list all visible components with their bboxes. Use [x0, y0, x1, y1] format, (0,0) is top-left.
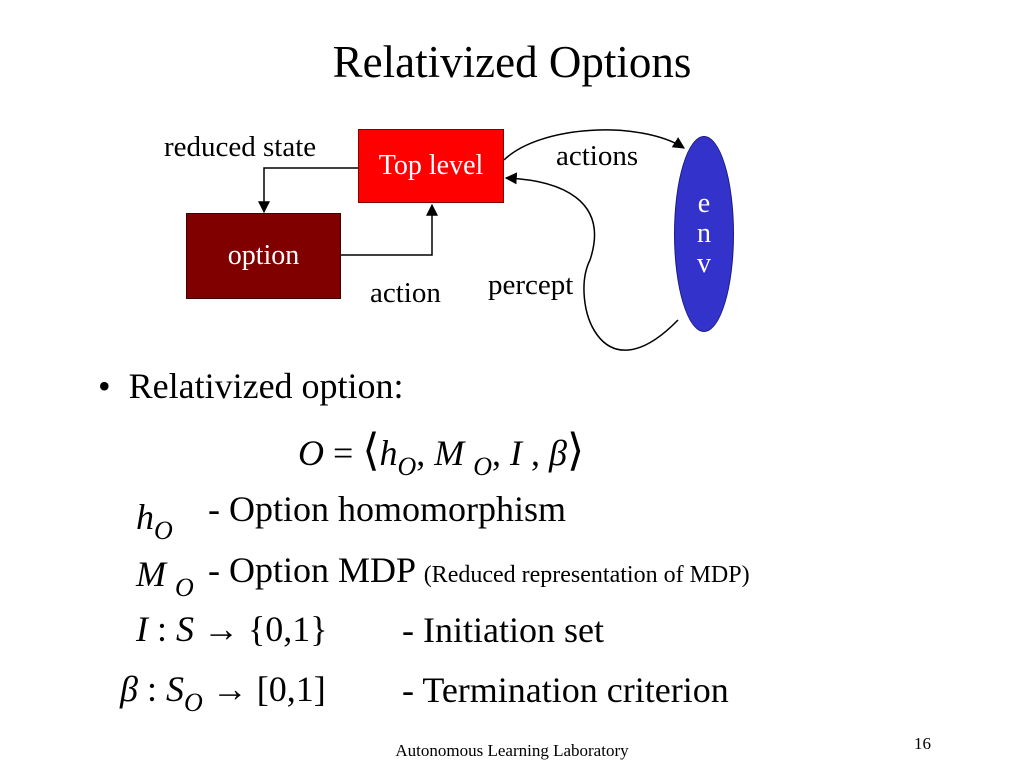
termination-formula: β : SO → [0,1]	[120, 669, 326, 717]
top-level-label: Top level	[378, 150, 484, 181]
bullet-text: Relativized option:	[128, 366, 404, 406]
definition-option-mdp-note: (Reduced representation of MDP)	[423, 562, 750, 588]
env-letter: e	[697, 188, 711, 219]
percept-arrow	[504, 172, 679, 351]
env-letter: v	[697, 248, 711, 279]
bullet-item: • Relativized option:	[98, 365, 404, 407]
env-ellipse: e n v	[674, 136, 734, 332]
definition-termination: - Termination criterion	[402, 670, 729, 710]
actions-arrow	[503, 129, 686, 161]
action-label: action	[370, 277, 441, 309]
definition-homomorphism: - Option homomorphism	[208, 489, 566, 529]
percept-label: percept	[488, 269, 574, 301]
option-tuple-equation: O = ⟨hO, M O, I , β⟩	[298, 426, 585, 481]
page-number: 16	[914, 734, 931, 753]
h-o-symbol: hO	[136, 497, 173, 545]
initiation-set-formula: I : S → {0,1}	[136, 609, 328, 649]
footer-text: Autonomous Learning Laboratory	[395, 741, 629, 760]
slide-title: Relativized Options	[332, 37, 692, 87]
option-label: option	[227, 240, 300, 271]
top-level-box: Top level	[358, 129, 504, 203]
m-o-symbol: M O	[136, 554, 194, 602]
definition-option-mdp-text: - Option MDP	[208, 550, 415, 590]
action-arrow	[341, 203, 438, 256]
bullet-dot: •	[98, 366, 129, 406]
reduced-state-arrow	[258, 167, 358, 214]
reduced-state-label: reduced state	[164, 131, 317, 163]
definition-option-mdp: - Option MDP (Reduced representation of …	[208, 549, 750, 591]
env-letter: n	[697, 218, 711, 249]
actions-label: actions	[556, 140, 639, 172]
definition-initiation-set: - Initiation set	[402, 610, 604, 650]
option-box: option	[186, 213, 341, 299]
